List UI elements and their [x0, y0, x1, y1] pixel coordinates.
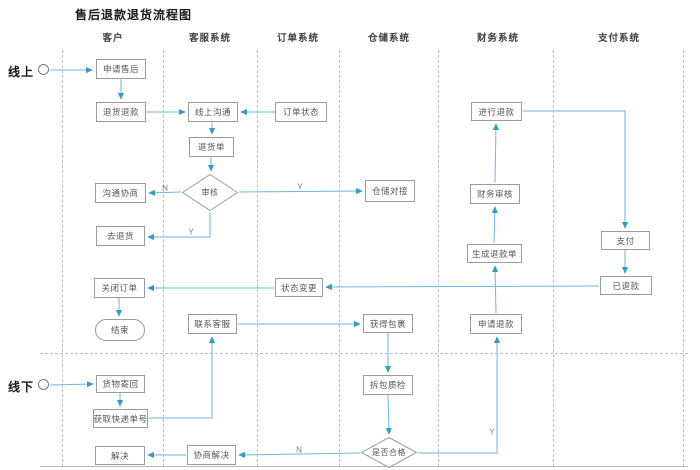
node-review-decision[interactable]: 审核	[182, 174, 238, 211]
edge-label-review-y-to-warehouse: Y	[297, 182, 303, 192]
node-resolve[interactable]: 解决	[95, 446, 145, 465]
lane-divider	[163, 50, 164, 467]
lane-divider	[257, 50, 258, 467]
node-get-tracking-number[interactable]: 获取快递单号	[93, 409, 148, 428]
edge-label-review-n-to-negotiate: N	[162, 183, 168, 193]
node-unpack-inspect[interactable]: 拆包质检	[363, 375, 413, 395]
node-negotiate-communication[interactable]: 沟通协商	[95, 183, 146, 203]
edge-offline-start-to-goods	[49, 381, 94, 388]
node-contact-customer-service[interactable]: 联系客服	[188, 314, 237, 334]
edge-generate-to-finance-review	[491, 206, 498, 244]
node-return-form[interactable]: 退货单	[189, 137, 234, 157]
node-process-refund[interactable]: 进行退款	[471, 102, 522, 121]
node-finance-review[interactable]: 财务审核	[470, 184, 520, 204]
lane-header-finance-system: 财务系统	[476, 33, 519, 44]
lane-divider	[62, 50, 63, 467]
node-negotiate-resolve[interactable]: 协商解决	[187, 445, 236, 465]
node-label: 是否合格	[372, 448, 406, 457]
lane-header-warehouse-system: 仓储系统	[367, 33, 410, 44]
edge-refunded-to-status-change	[325, 283, 600, 291]
node-online-communication[interactable]: 线上沟通	[188, 102, 238, 122]
lane-divider	[553, 50, 554, 467]
lane-header-payment-system: 支付系统	[597, 33, 640, 44]
node-order-status[interactable]: 订单状态	[275, 102, 327, 122]
node-refunded[interactable]: 已退款	[600, 276, 652, 295]
node-warehouse-connect[interactable]: 仓储对接	[365, 180, 415, 202]
row-label-offline: 线下	[8, 380, 35, 394]
node-label: 审核	[201, 188, 219, 197]
swimlane-bottom-border	[40, 466, 688, 467]
start-circle-offline	[38, 379, 49, 390]
node-end-terminal[interactable]: 结束	[95, 319, 145, 341]
node-apply-after-sales[interactable]: 申请售后	[96, 59, 146, 79]
edge-qualified-y-to-apply	[418, 336, 501, 454]
edge-label-qualified-y-to-apply: Y	[489, 427, 495, 437]
lane-header-customer: 客户	[102, 33, 124, 44]
node-close-order[interactable]: 关闭订单	[94, 278, 145, 298]
node-goods-send-back[interactable]: 货物寄回	[96, 375, 145, 393]
edge-label-review-y-to-go-return: Y	[188, 227, 194, 237]
row-label-online: 线上	[8, 65, 35, 79]
diamond-shape	[182, 174, 238, 211]
lane-divider	[339, 50, 340, 467]
node-apply-refund[interactable]: 申请退款	[470, 314, 522, 334]
edge-label-qualified-n-to-negotiate: N	[296, 445, 302, 455]
node-status-change[interactable]: 状态变更	[275, 278, 323, 297]
node-return-refund[interactable]: 退货退款	[96, 102, 146, 122]
lane-divider	[438, 50, 439, 467]
lane-header-order-system: 订单系统	[276, 33, 319, 44]
node-generate-refund-form[interactable]: 生成退款单	[467, 244, 522, 263]
edge-finance-review-to-process	[492, 123, 499, 184]
edge-process-refund-to-pay	[523, 110, 629, 229]
node-go-return[interactable]: 去退货	[96, 226, 145, 246]
diamond-shape	[361, 437, 417, 468]
edge-apply-refund-to-generate	[492, 265, 499, 314]
node-receive-package[interactable]: 获得包裹	[363, 314, 413, 333]
edge-tracking-to-contact-cs	[149, 336, 216, 419]
diagram-title: 售后退款退货流程图	[75, 8, 193, 22]
node-pay[interactable]: 支付	[601, 231, 650, 250]
row-divider	[40, 353, 688, 354]
lane-divider	[683, 50, 684, 467]
start-circle-online	[38, 64, 49, 75]
edge-unpack-to-qualified	[385, 394, 392, 435]
lane-header-customer-service: 客服系统	[188, 33, 231, 44]
edge-review-y-to-go-return	[147, 212, 211, 241]
node-qualified-decision[interactable]: 是否合格	[361, 437, 417, 468]
